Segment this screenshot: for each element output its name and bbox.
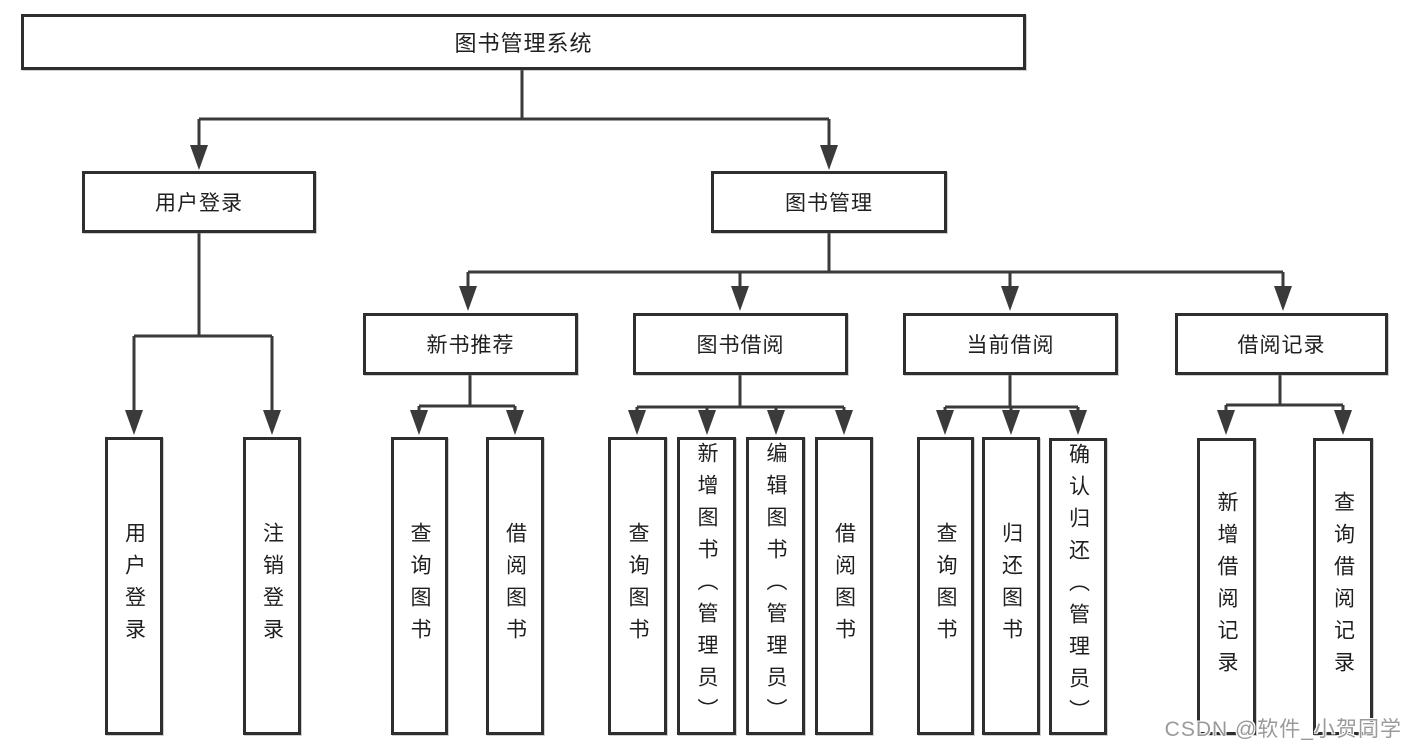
arrow-to-leaf-user-login bbox=[125, 410, 143, 435]
connector-current-borrow-subtree bbox=[943, 375, 1080, 413]
arrow-to-leaf-logout bbox=[263, 410, 281, 435]
node-book-borrow-label: 图书借阅 bbox=[696, 334, 785, 357]
leaf-user-login-label: 用户登录 bbox=[122, 522, 146, 650]
csdn-watermark: CSDN @软件_小贺同学 bbox=[1164, 718, 1402, 741]
leaf-borrow-books-1-label: 借阅图书 bbox=[503, 522, 527, 650]
leaf-query-books-3-label: 查询图书 bbox=[934, 522, 957, 650]
arrow-to-new-book-recommend bbox=[459, 286, 477, 311]
leaf-return-book: 归还图书 bbox=[982, 437, 1040, 735]
leaf-query-books-1-label: 查询图书 bbox=[408, 522, 431, 650]
leaf-query-borrow-record-label: 查询借阅记录 bbox=[1331, 490, 1355, 683]
connector-borrow-records-subtree bbox=[1224, 375, 1345, 413]
arrow-to-leaf-borrow-books-1 bbox=[506, 410, 524, 435]
node-book-management-label: 图书管理 bbox=[785, 192, 873, 215]
arrow-to-leaf-return-book bbox=[1002, 410, 1020, 435]
leaf-edit-book-admin: 编辑图书（管理员） bbox=[746, 437, 805, 735]
arrow-to-leaf-query-books-3 bbox=[936, 410, 954, 435]
leaf-logout: 注销登录 bbox=[243, 437, 301, 735]
connector-new-book-recommend-subtree bbox=[417, 375, 517, 413]
arrow-to-current-borrow bbox=[1001, 286, 1019, 311]
arrowheads bbox=[125, 145, 1352, 435]
node-book-borrow: 图书借阅 bbox=[633, 313, 848, 375]
arrow-to-leaf-borrow-books-2 bbox=[835, 410, 853, 435]
leaf-query-books-2-label: 查询图书 bbox=[626, 522, 649, 650]
node-user-login: 用户登录 bbox=[82, 171, 316, 233]
arrow-to-leaf-add-book bbox=[698, 410, 716, 435]
node-borrow-records-label: 借阅记录 bbox=[1237, 334, 1326, 357]
connector-user-login-subtree bbox=[132, 233, 274, 412]
node-library-system: 图书管理系统 bbox=[21, 14, 1026, 70]
leaf-add-borrow-record: 新增借阅记录 bbox=[1197, 438, 1256, 735]
node-user-login-label: 用户登录 bbox=[155, 192, 243, 215]
leaf-add-book-admin-label: 新增图书（管理员） bbox=[695, 442, 718, 730]
leaf-borrow-books-2: 借阅图书 bbox=[815, 437, 873, 735]
leaf-borrow-books-1: 借阅图书 bbox=[486, 437, 544, 735]
leaf-logout-label: 注销登录 bbox=[260, 522, 284, 650]
leaf-add-book-admin: 新增图书（管理员） bbox=[677, 437, 736, 735]
leaf-user-login: 用户登录 bbox=[105, 437, 163, 735]
leaf-return-book-label: 归还图书 bbox=[999, 522, 1023, 650]
leaf-add-borrow-record-label: 新增借阅记录 bbox=[1215, 490, 1238, 683]
node-new-book-recommend-label: 新书推荐 bbox=[426, 334, 515, 357]
leaf-query-books-3: 查询图书 bbox=[917, 437, 974, 735]
connector-book-borrow-subtree bbox=[635, 375, 846, 413]
arrow-to-leaf-query-record bbox=[1334, 410, 1352, 435]
node-borrow-records: 借阅记录 bbox=[1175, 313, 1388, 375]
connector-root-to-level1 bbox=[197, 70, 831, 148]
arrow-to-book-borrow bbox=[731, 286, 749, 311]
leaf-query-borrow-record: 查询借阅记录 bbox=[1313, 438, 1373, 735]
arrow-to-leaf-confirm-return bbox=[1069, 410, 1087, 435]
arrow-to-book-management bbox=[820, 145, 838, 170]
arrow-to-leaf-query-books-1 bbox=[410, 410, 428, 435]
arrow-to-leaf-query-books-2 bbox=[628, 410, 646, 435]
leaf-query-books-1: 查询图书 bbox=[391, 437, 448, 735]
node-library-system-label: 图书管理系统 bbox=[454, 31, 593, 56]
connector-book-management-to-level2 bbox=[466, 233, 1285, 289]
leaf-confirm-return-admin: 确认归还（管理员） bbox=[1049, 438, 1107, 735]
arrow-to-borrow-records bbox=[1274, 286, 1292, 311]
node-current-borrow-label: 当前借阅 bbox=[966, 334, 1055, 357]
leaf-confirm-return-admin-label: 确认归还（管理员） bbox=[1066, 442, 1090, 731]
leaf-edit-book-admin-label: 编辑图书（管理员） bbox=[764, 442, 787, 730]
arrow-to-user-login bbox=[190, 145, 208, 170]
arrow-to-leaf-edit-book bbox=[767, 410, 785, 435]
leaf-borrow-books-2-label: 借阅图书 bbox=[832, 522, 856, 650]
node-book-management: 图书管理 bbox=[711, 171, 947, 233]
leaf-query-books-2: 查询图书 bbox=[608, 437, 667, 735]
arrow-to-leaf-add-record bbox=[1217, 410, 1235, 435]
node-current-borrow: 当前借阅 bbox=[903, 313, 1118, 375]
node-new-book-recommend: 新书推荐 bbox=[363, 313, 578, 375]
